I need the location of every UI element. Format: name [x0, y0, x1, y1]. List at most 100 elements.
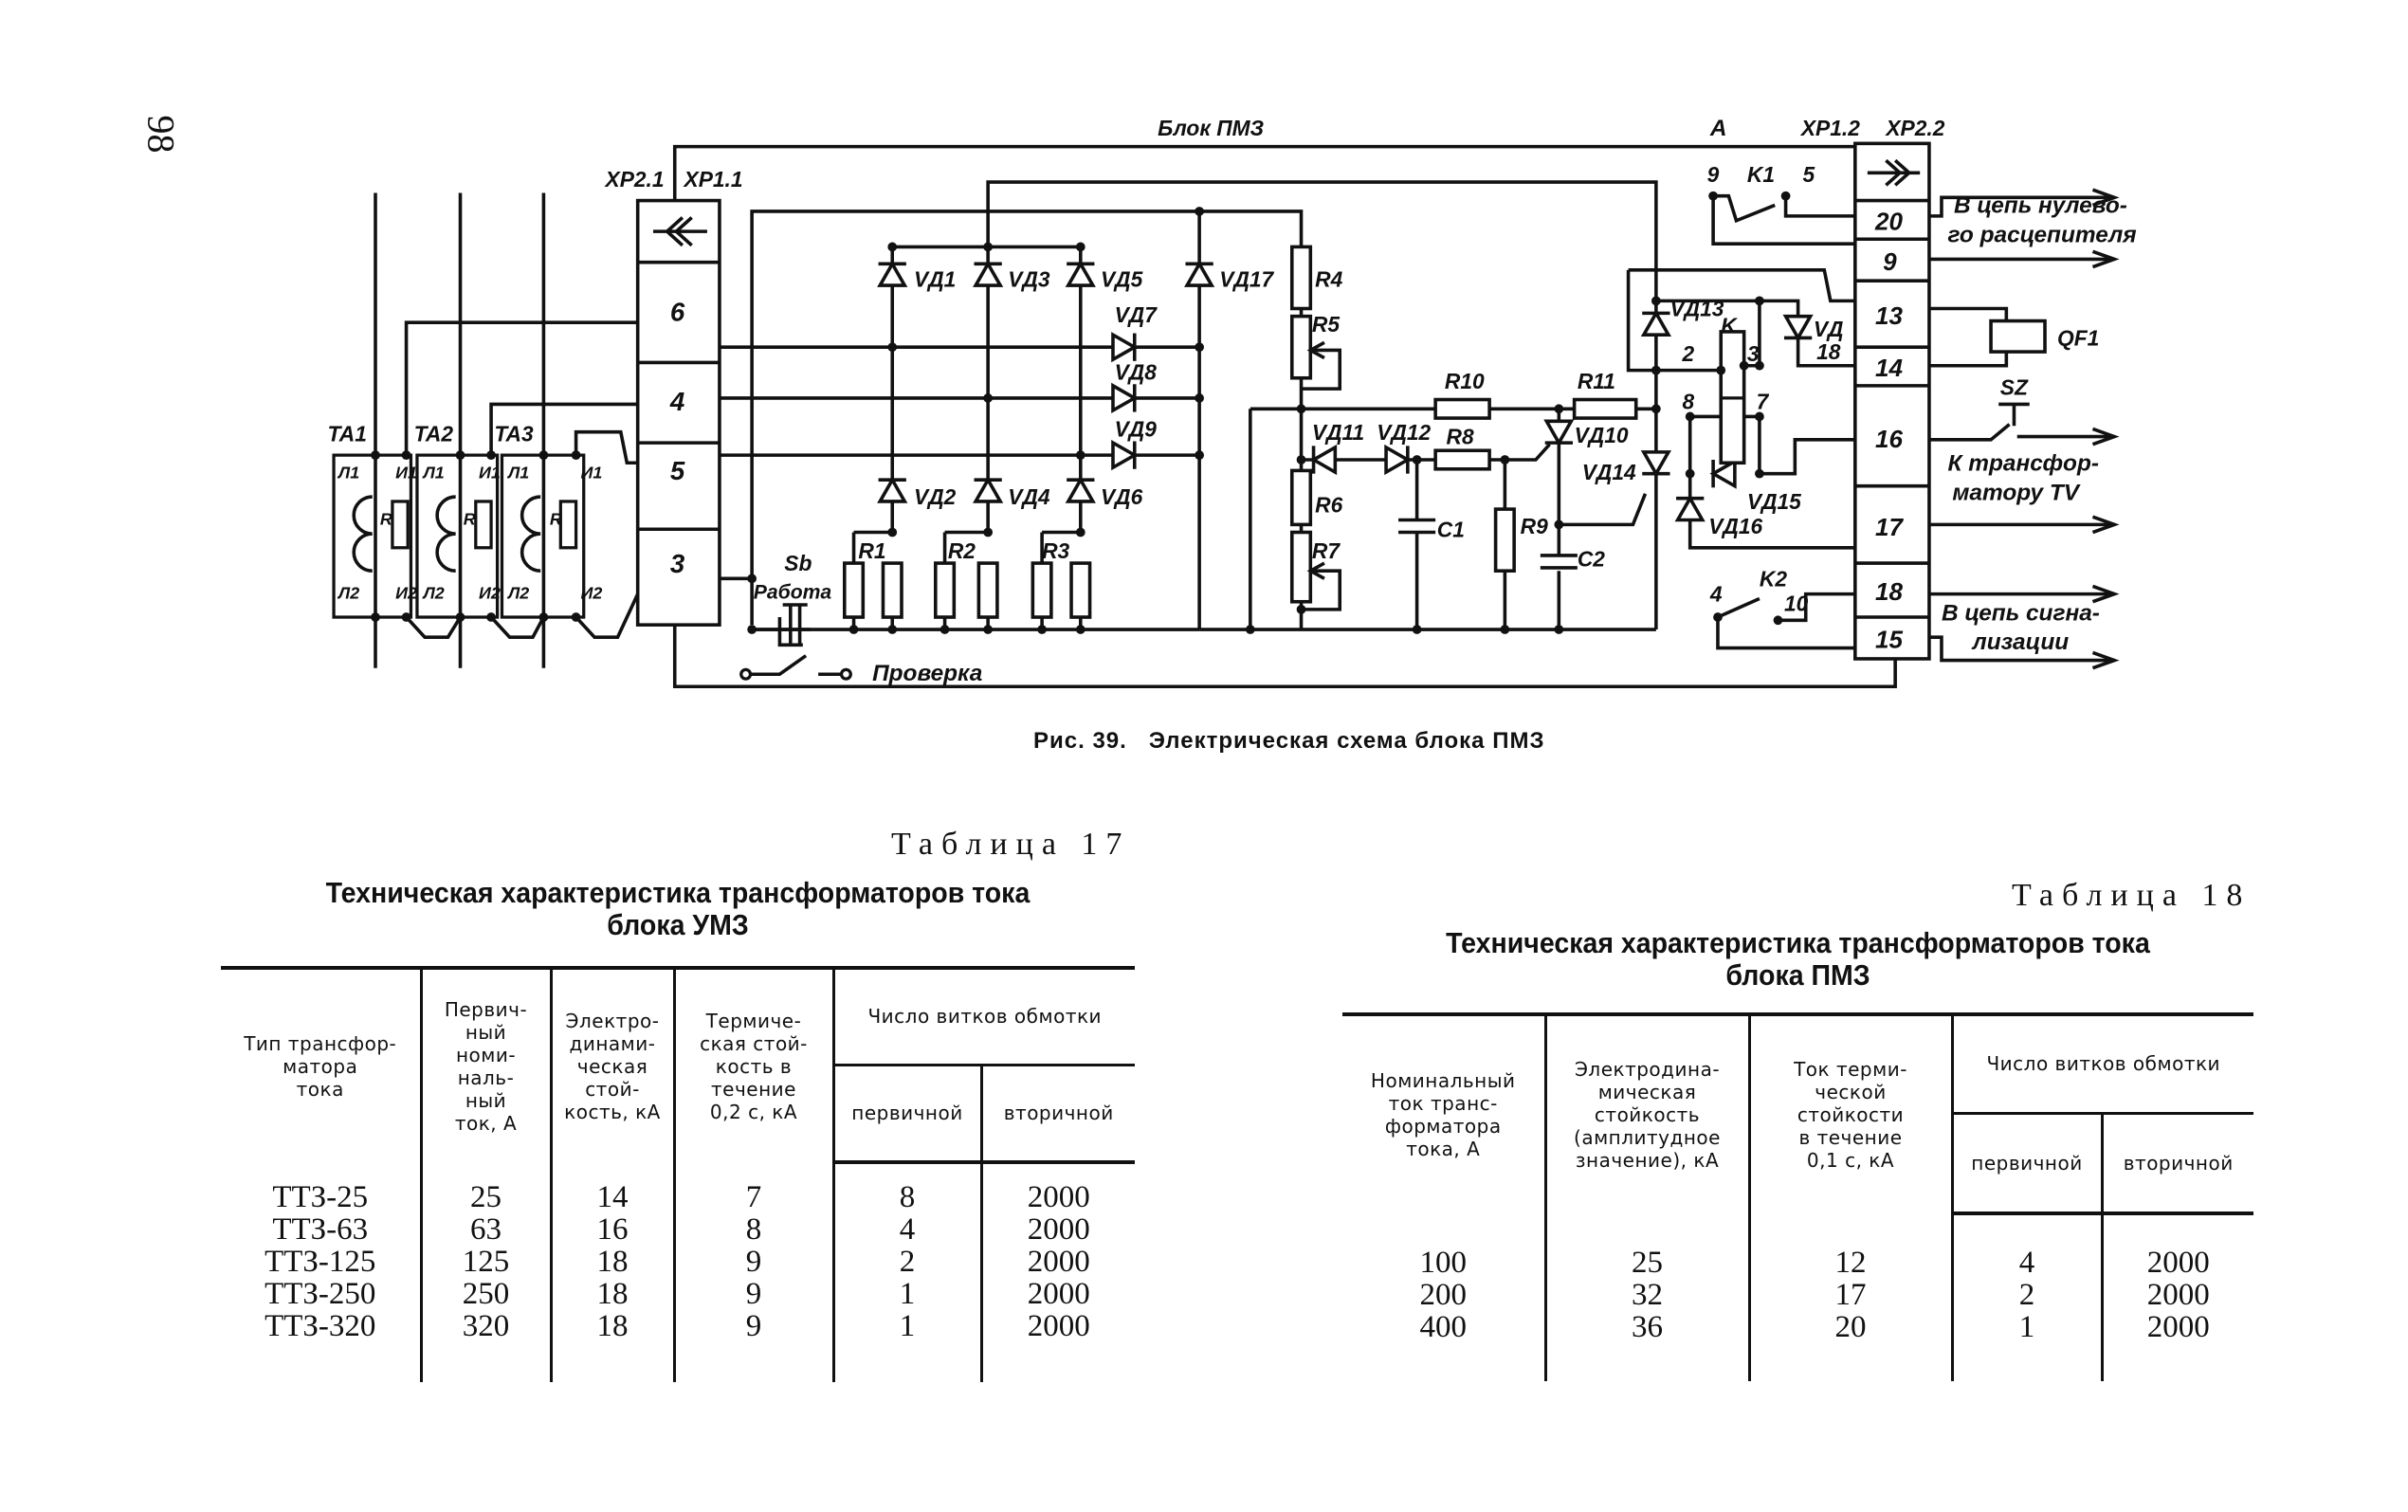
label-pin-2: 2 — [1682, 341, 1695, 366]
resistor-r3b — [1069, 561, 1092, 619]
spacer-cell — [549, 1162, 674, 1181]
header-turns: Число витков обмотки — [1950, 1012, 2254, 1113]
table-cell: 4 — [1950, 1247, 2102, 1279]
terminal-icon — [839, 667, 852, 681]
figure-caption: Рис. 39. Электрическая схема блока ПМЗ — [1033, 728, 1545, 754]
resistor-r10 — [1433, 397, 1491, 420]
junction-dot — [848, 625, 859, 634]
resistor-r6 — [1289, 468, 1313, 527]
table-cell: 2 — [1950, 1279, 2102, 1311]
spacer-cell — [419, 1162, 551, 1181]
diode-vd18 — [1782, 314, 1814, 342]
label-vd1: VД1 — [914, 267, 956, 292]
junction-dot — [1195, 342, 1204, 353]
junction-dot — [571, 450, 581, 461]
wire — [752, 603, 811, 647]
capacitor-c1 — [1398, 518, 1436, 535]
label-pin-10: 10 — [1784, 592, 1809, 616]
junction-dot — [1708, 191, 1718, 201]
table-cell: 9 — [672, 1278, 833, 1310]
label-k1: K1 — [1747, 162, 1775, 187]
label-vd14: VД14 — [1582, 460, 1636, 484]
table17-number: Таблица 17 — [891, 827, 1131, 862]
table-cell: 63 — [419, 1213, 551, 1246]
spacer-cell — [419, 1342, 551, 1382]
left-pin-6: 6 — [670, 298, 685, 327]
junction-dot — [571, 612, 581, 622]
table-cell: ТТЗ-320 — [265, 1309, 376, 1343]
spacer-cell — [1747, 1213, 1952, 1247]
spacer-cell — [221, 1342, 421, 1382]
table-cell: ТТЗ-125 — [265, 1245, 376, 1279]
junction-dot — [1500, 455, 1510, 465]
label-i1: И1 — [580, 464, 602, 483]
label-i1: И1 — [479, 464, 501, 483]
table-cell: 400 — [1419, 1310, 1468, 1344]
socket-icon — [1867, 158, 1921, 187]
wire — [1928, 195, 2115, 218]
table-cell: 320 — [419, 1310, 551, 1342]
table-cell: 2000 — [979, 1181, 1136, 1213]
wire — [1301, 569, 1342, 611]
junction-dot — [1755, 296, 1764, 306]
label-vd9: VД9 — [1115, 417, 1158, 442]
diode-vd5 — [1065, 260, 1096, 287]
wire — [1687, 416, 1855, 550]
label-r10: R10 — [1445, 369, 1485, 393]
junction-dot — [1500, 625, 1510, 634]
resistor-r11 — [1572, 397, 1638, 420]
coil-icon — [435, 495, 456, 573]
junction-dot — [538, 612, 549, 622]
wire — [851, 530, 893, 564]
header-primary-current: Первич- ный номи- наль- ный ток, А — [419, 966, 551, 1162]
label-vd16: VД16 — [1708, 514, 1762, 538]
table-cell: ТТЗ-63 — [272, 1212, 369, 1247]
header-secondary: вторичной — [979, 1063, 1136, 1164]
spacer-cell — [979, 1162, 1136, 1181]
label-vd10: VД10 — [1575, 423, 1629, 447]
terminal-icon — [739, 667, 753, 681]
diode-vd8 — [1111, 382, 1139, 414]
diode-vd2 — [877, 476, 908, 503]
label-sb: Sb — [784, 551, 812, 575]
wire — [1928, 635, 2115, 663]
spacer-cell — [1950, 1213, 2102, 1247]
junction-dot — [887, 527, 898, 537]
junction-dot — [455, 612, 465, 622]
label-a: A — [1709, 116, 1727, 141]
label-vd13: VД13 — [1670, 297, 1724, 321]
spacer-cell — [1543, 1213, 1749, 1247]
wire — [1628, 268, 1855, 303]
wire — [1928, 306, 2009, 368]
wire — [750, 209, 1304, 626]
resistor-r3a — [1031, 561, 1053, 619]
junction-dots — [371, 191, 1791, 681]
arrow-icon — [2091, 188, 2120, 208]
label-sz: SZ — [2000, 375, 2029, 400]
label-l2: Л2 — [506, 583, 529, 602]
label-l2: Л2 — [421, 583, 444, 602]
junction-dot — [486, 612, 496, 622]
table-cell: 2000 — [2100, 1247, 2254, 1279]
junction-dot — [887, 625, 898, 634]
table-cell: 18 — [549, 1246, 674, 1278]
header-thermal: Термиче- ская стой- кость в течение 0,2 … — [672, 966, 833, 1162]
junction-dot — [1412, 455, 1422, 465]
spacer-cell — [1747, 1343, 1952, 1381]
junction-dot — [1685, 468, 1695, 479]
table-cell: 200 — [1419, 1278, 1468, 1312]
table-cell: 250 — [419, 1278, 551, 1310]
components — [332, 245, 2047, 619]
label-pin-7: 7 — [1757, 389, 1770, 413]
junction-dot — [1412, 625, 1422, 634]
wire — [942, 530, 989, 564]
header-thermal: Ток терми- ческой стойкости в течение 0,… — [1747, 1012, 1952, 1213]
label-vd18: VД — [1814, 317, 1844, 341]
arrow-icon — [2091, 515, 2120, 535]
table-cell: 17 — [1747, 1279, 1952, 1311]
junction-dot — [1651, 404, 1661, 414]
